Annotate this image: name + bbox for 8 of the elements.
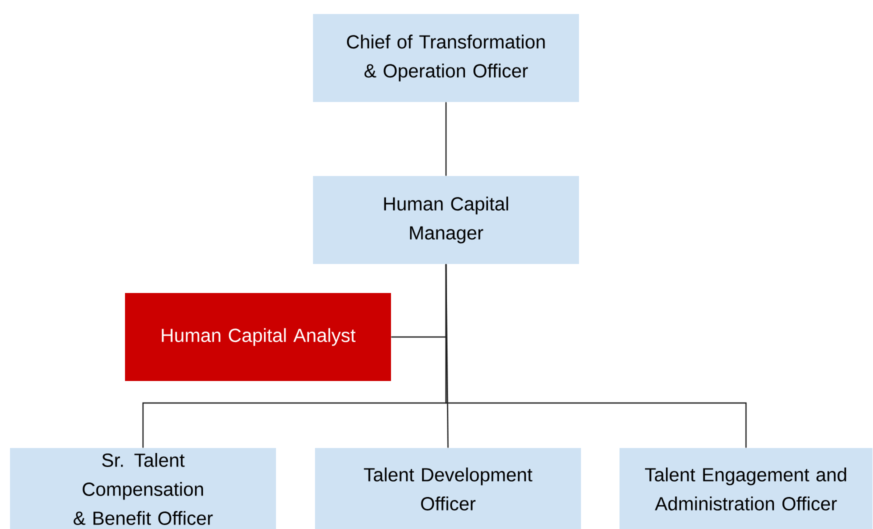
connector-line (445, 264, 747, 448)
highlighted-box: Human Capital Analyst (125, 292, 391, 381)
position-box: Talent Engagement and Administration Officer (620, 448, 872, 529)
position-box: Human Capital Manager (313, 176, 579, 264)
position-box: Chief of Transformation & Operation Officer (313, 14, 579, 102)
connector-line (445, 102, 447, 176)
position-box: Sr. Talent Compensation & Benefit Officer (10, 448, 276, 529)
position-box: Talent Development Officer (315, 448, 581, 529)
